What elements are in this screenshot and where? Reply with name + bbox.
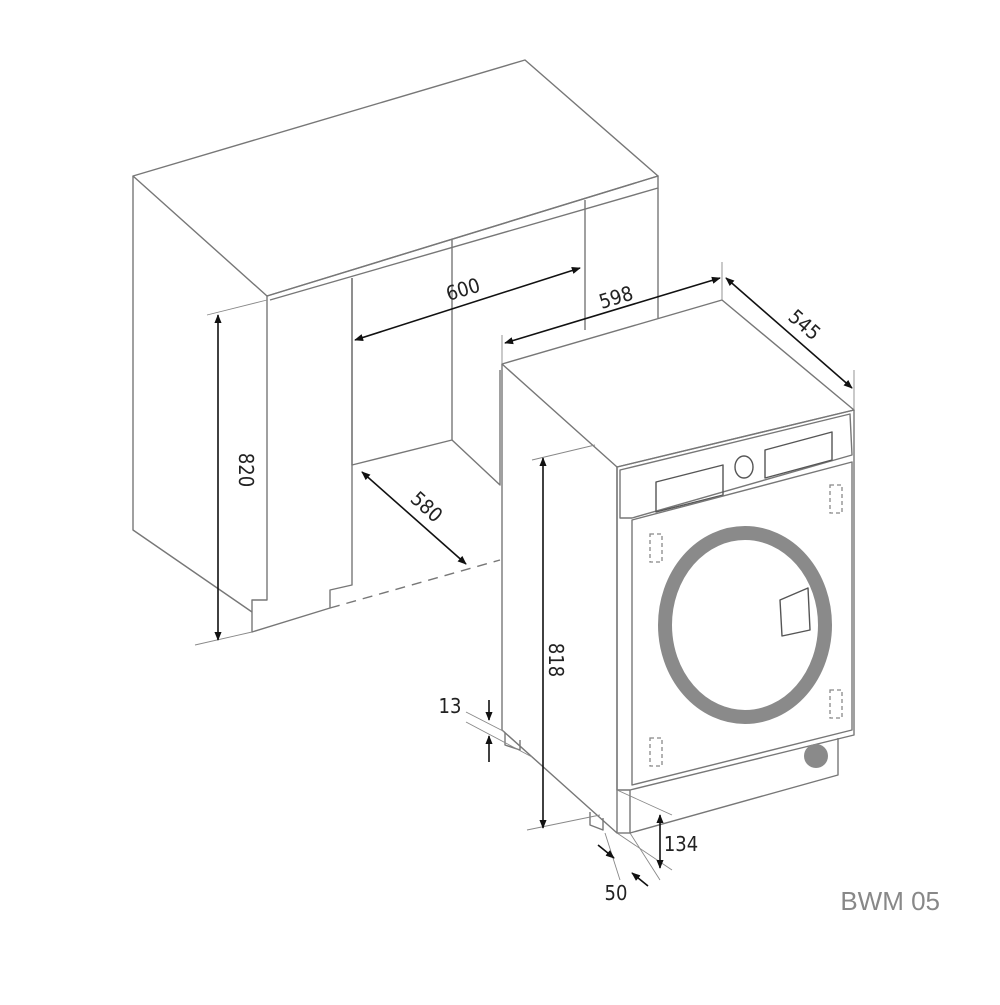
dim-arrow-50-left [597, 844, 615, 859]
dim-line-545 [725, 277, 853, 389]
ext-13-b [465, 721, 533, 758]
dimension-lines [194, 262, 855, 887]
ext-818-top [531, 444, 596, 461]
niche-back-right [451, 370, 501, 486]
label-niche-height: 820 [234, 453, 258, 487]
niche-back-left [351, 240, 453, 466]
machine-front [616, 409, 855, 791]
ext-13-a [465, 711, 506, 733]
cabinet-left-front [251, 278, 353, 633]
dim-line-580 [361, 471, 467, 565]
ext-134-top [616, 789, 673, 816]
countertop-front-edge [266, 175, 659, 301]
display-window-right [764, 431, 833, 479]
machine-left-side [501, 364, 618, 834]
countertop-top [132, 59, 659, 297]
ext-820-top [206, 299, 268, 316]
ext-820-bottom [194, 631, 253, 646]
label-foot-adjust: 13 [439, 694, 462, 718]
bracket-bottom-right [829, 689, 843, 719]
label-machine-depth: 545 [784, 304, 826, 345]
program-knob [734, 455, 754, 479]
door-panel [631, 461, 853, 786]
label-plinth-recess: 50 [605, 881, 628, 905]
machine-foot-front [589, 812, 604, 831]
bracket-bottom-left [649, 737, 663, 767]
cabinet-left-side [132, 176, 253, 613]
dimension-labels: 820 600 580 598 545 818 13 134 50 [234, 273, 825, 905]
door-handle [779, 587, 811, 637]
label-niche-depth: 580 [406, 486, 448, 527]
bracket-top-left [649, 533, 663, 563]
bracket-top-right [829, 484, 843, 514]
control-panel [619, 413, 853, 519]
machine-foot-rear [504, 733, 521, 751]
cabinet-niche [132, 59, 659, 633]
washing-machine [501, 299, 855, 834]
dim-line-598 [504, 276, 721, 345]
ext-818-bottom [526, 814, 601, 831]
label-machine-width: 598 [596, 281, 636, 314]
display-window-left [655, 464, 724, 513]
label-machine-height: 818 [544, 643, 568, 677]
label-plinth-height: 134 [664, 832, 698, 856]
dim-arrow-50-right [631, 872, 649, 887]
ext-50-b [629, 832, 661, 881]
machine-plinth [629, 738, 839, 834]
porthole-ring [658, 526, 832, 724]
filter-cap [804, 744, 828, 768]
model-label: BWM 05 [840, 886, 940, 916]
floor-line [329, 559, 501, 609]
